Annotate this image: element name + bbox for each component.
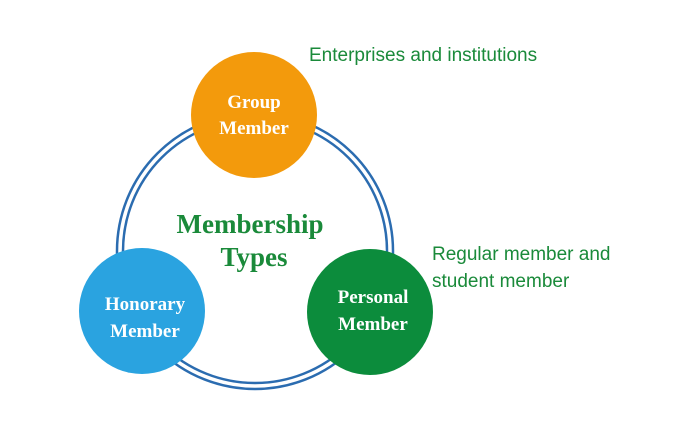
personal-member-annotation-line2: student member	[432, 271, 570, 292]
honorary-member-label-line1: Honorary	[105, 294, 186, 315]
personal-member-label-line1: Personal	[338, 287, 409, 308]
center-title-line2: Types	[220, 242, 287, 272]
group-member-annotation: Enterprises and institutions	[309, 45, 537, 66]
personal-member-label-line2: Member	[338, 314, 408, 335]
group-member-label-line1: Group	[227, 92, 281, 113]
honorary-member-label-line2: Member	[110, 321, 180, 342]
honorary-member-node: Honorary Member	[79, 248, 205, 374]
personal-member-node: Personal Member	[307, 249, 433, 375]
center-title-line1: Membership	[177, 209, 324, 239]
group-member-circle	[191, 52, 317, 178]
personal-member-circle	[307, 249, 433, 375]
honorary-member-circle	[79, 248, 205, 374]
group-member-label-line2: Member	[219, 118, 289, 139]
personal-member-annotation-line1: Regular member and	[432, 244, 610, 265]
group-member-node: Group Member	[191, 52, 317, 178]
